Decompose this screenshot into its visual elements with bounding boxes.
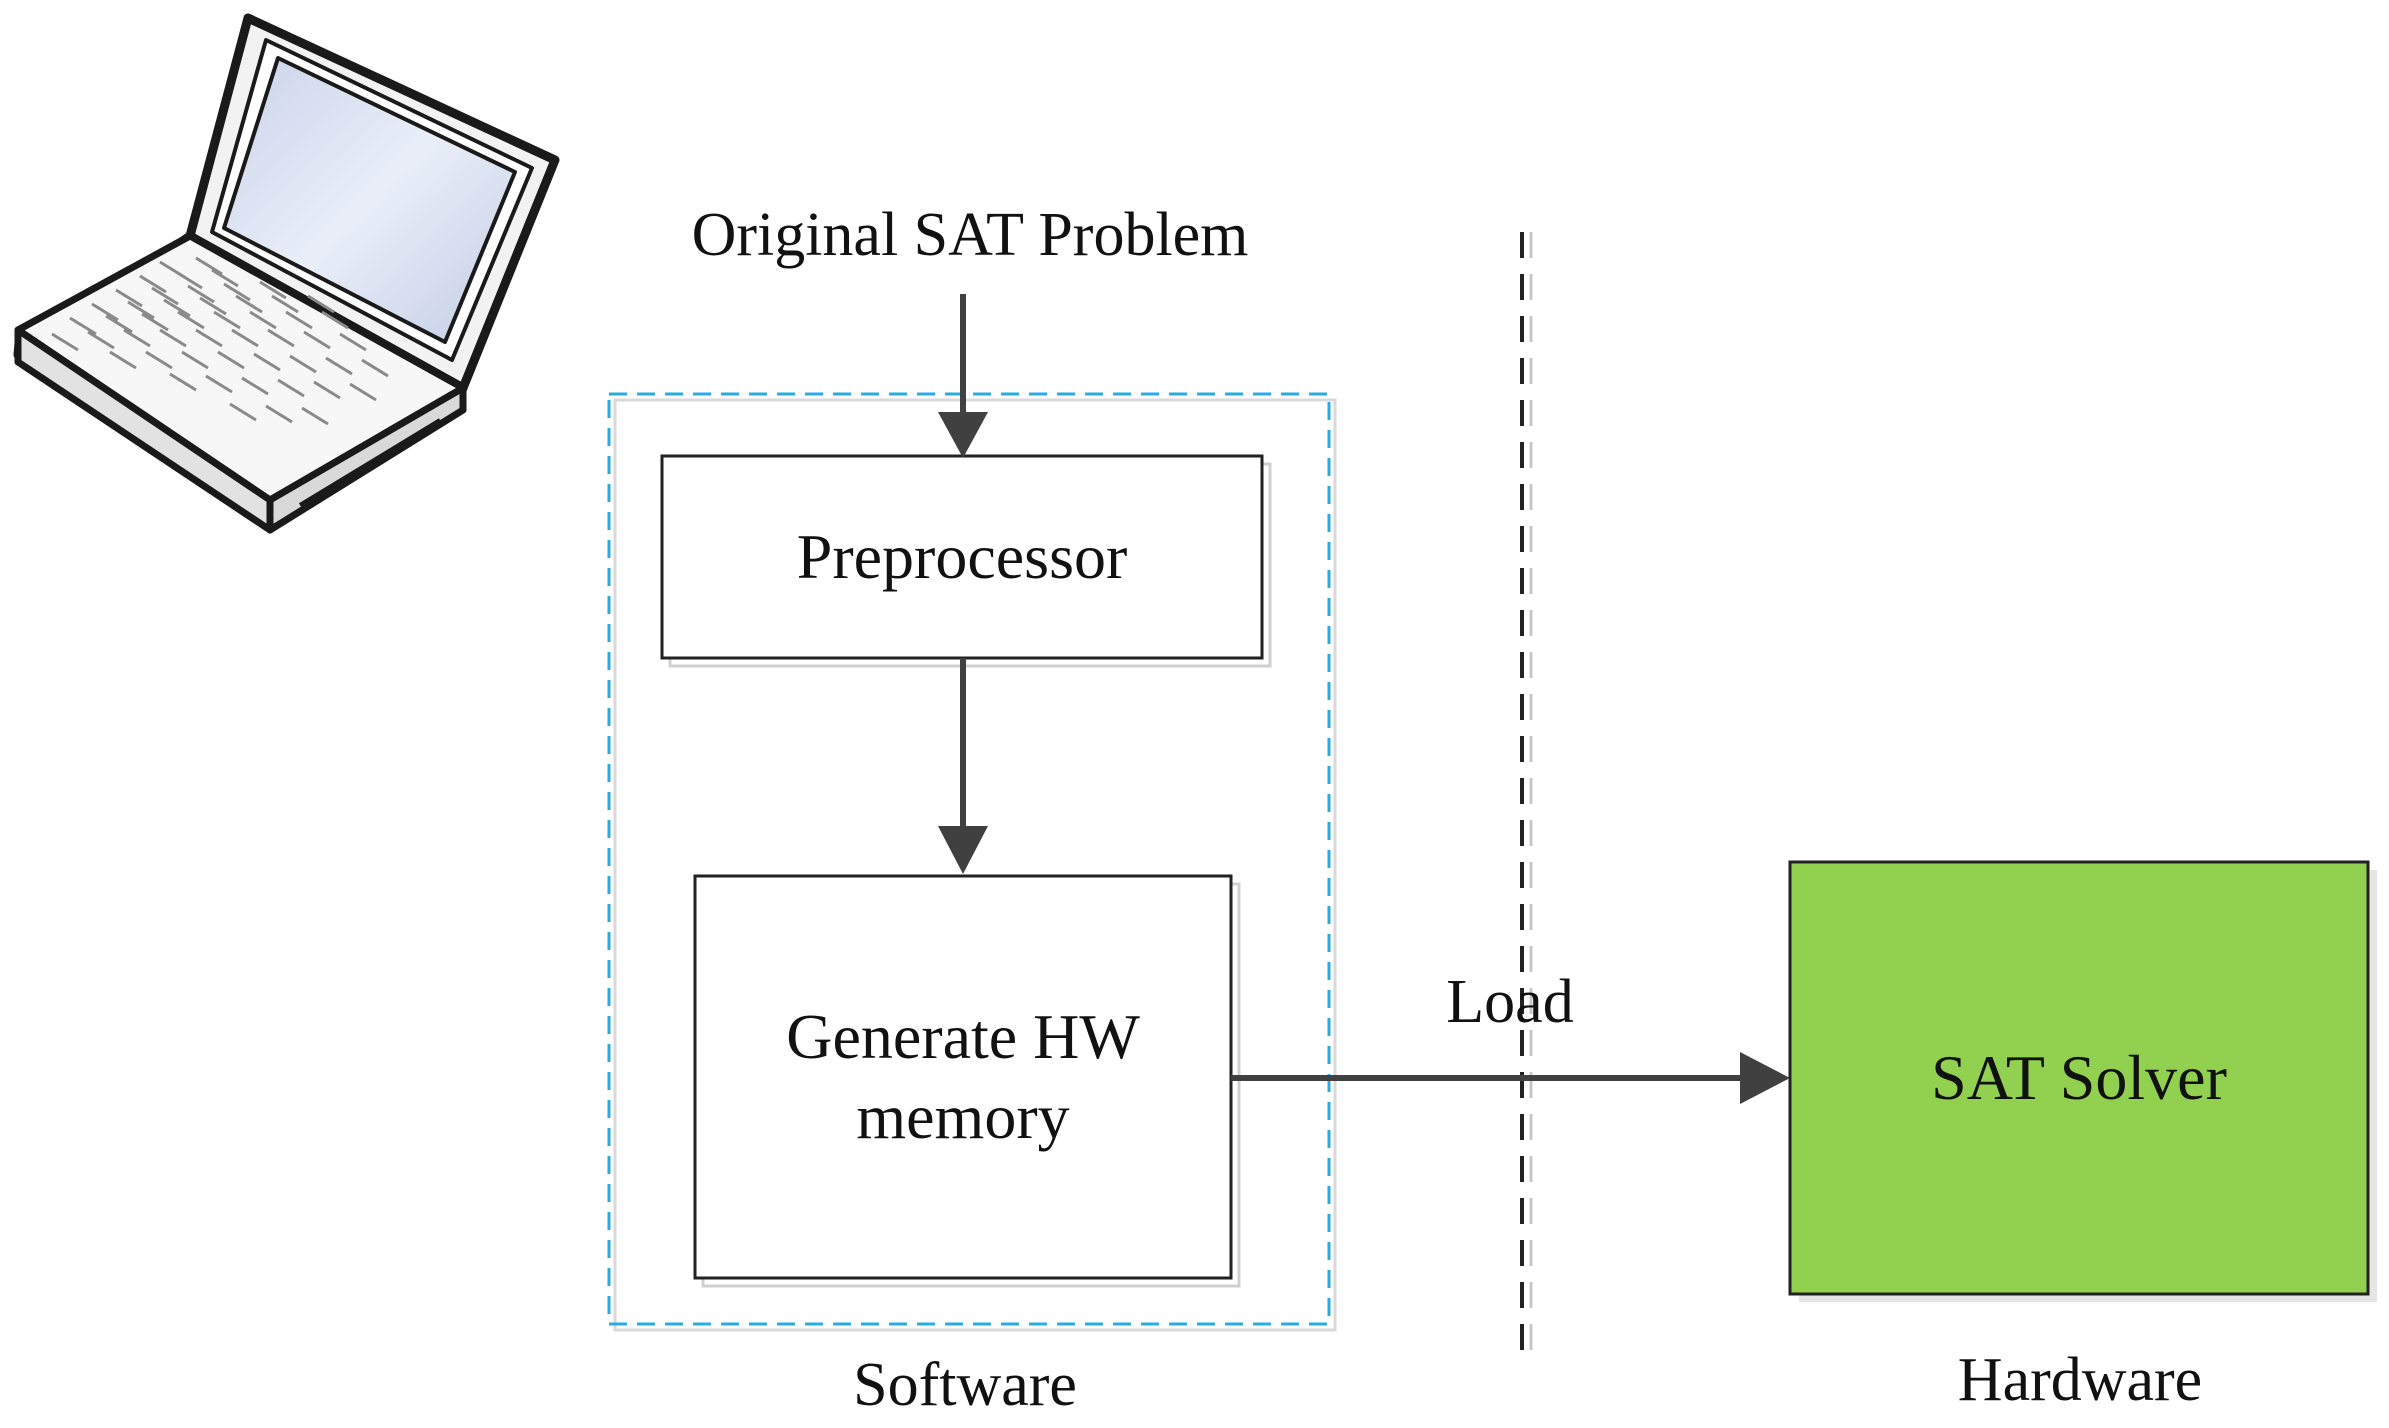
input-label: Original SAT Problem: [691, 201, 1249, 269]
software-boundary-dashed: [607, 392, 1331, 1326]
sat-solver-text: SAT Solver: [1931, 1042, 2227, 1113]
preprocessor-text: Preprocessor: [796, 521, 1128, 592]
load-label: Load: [1446, 968, 1574, 1036]
hardware-label: Hardware: [1957, 1346, 2203, 1414]
load-arrow-head: [1740, 1052, 1790, 1104]
generate-hw-memory-label: Generate HW memory: [695, 876, 1231, 1278]
sat-solver-block: [1788, 860, 2370, 1296]
preprocess-to-generate-arrow-head: [938, 826, 988, 874]
sat-solver-label: SAT Solver: [1790, 862, 2368, 1294]
software-boundary: [613, 398, 1337, 1332]
generate-hw-memory-line2: memory: [856, 1081, 1070, 1152]
generate-hw-memory-line1: Generate HW: [786, 1001, 1140, 1072]
preprocessor-block: [660, 454, 1264, 660]
laptop-icon: [13, 13, 560, 534]
generate-hw-memory-block: [693, 874, 1233, 1280]
input-arrow-head: [938, 412, 988, 458]
software-label: Software: [853, 1351, 1077, 1419]
preprocessor-label: Preprocessor: [662, 456, 1262, 658]
